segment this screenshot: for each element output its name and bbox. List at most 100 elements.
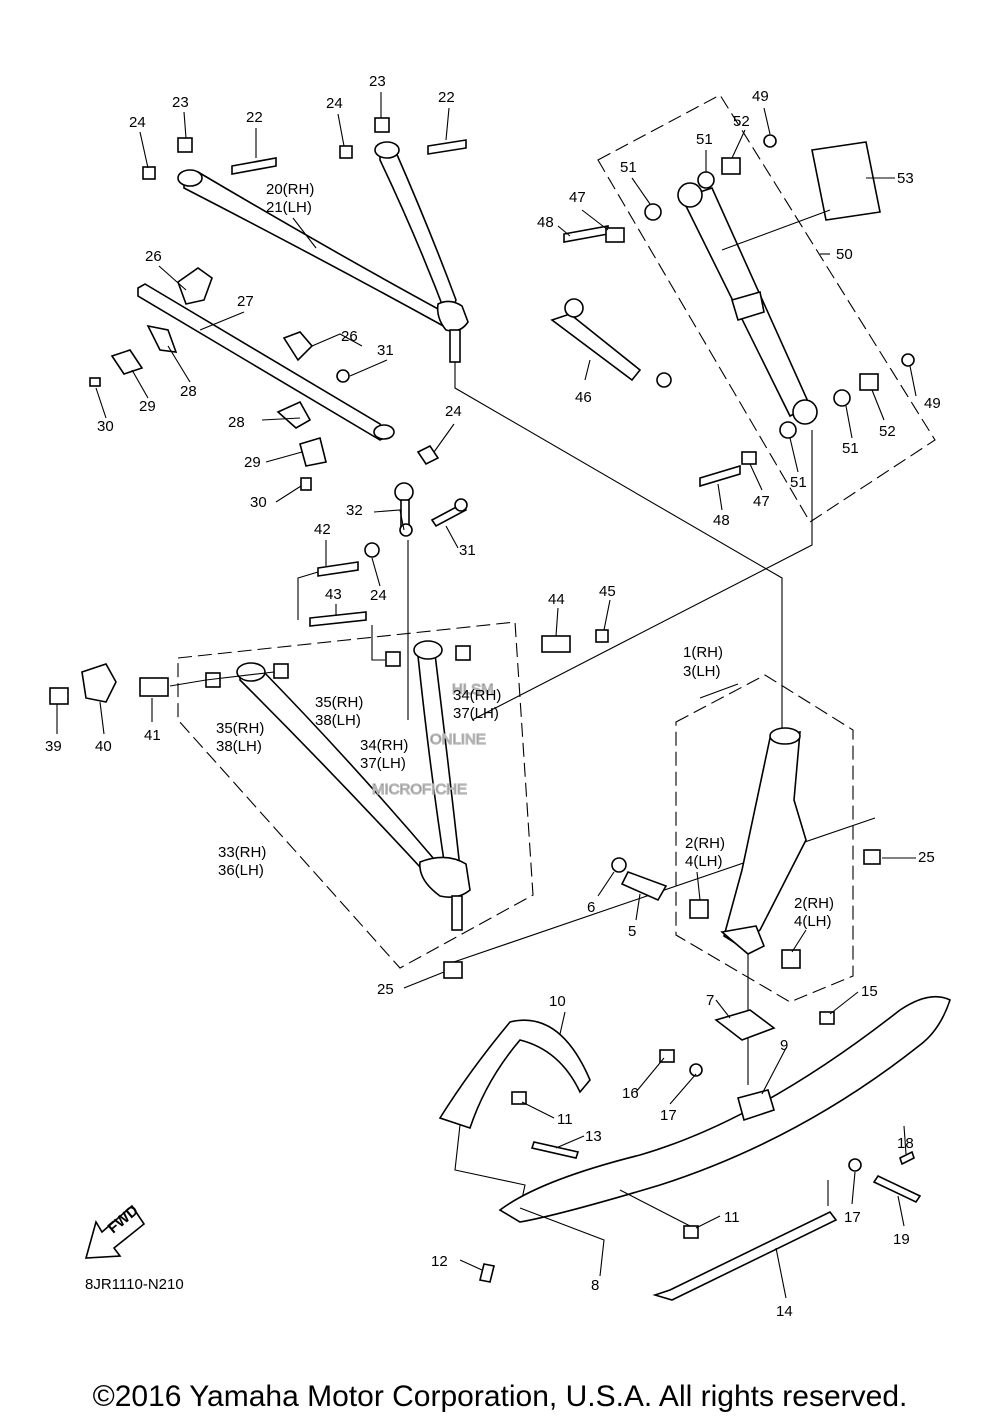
copyright-notice: ©2016 Yamaha Motor Corporation, U.S.A. A…	[92, 1380, 908, 1413]
shock-group-box	[597, 94, 936, 523]
callout-17-left: 17	[660, 1107, 677, 1124]
leader-shock-to-arm	[471, 430, 813, 721]
lower-arm-hardware	[49, 542, 609, 705]
callout-29-right: 29	[244, 454, 261, 471]
fwd-arrow-icon: FWD	[84, 1202, 146, 1259]
callout-13: 13	[585, 1128, 602, 1145]
callout-47-bottom: 47	[753, 493, 770, 510]
callout-26-left: 26	[145, 248, 162, 265]
callout-24-d: 24	[370, 587, 387, 604]
callout-38-lh-right: 38(LH)	[315, 712, 361, 729]
callout-43: 43	[325, 586, 342, 603]
adjuster-tool	[550, 298, 672, 388]
callout-34-rh-top: 34(RH)	[453, 687, 501, 704]
upper-a-arm	[177, 141, 469, 363]
callout-42: 42	[314, 521, 331, 538]
callout-47-top: 47	[569, 189, 586, 206]
callout-37-lh-top: 37(LH)	[453, 705, 499, 722]
callout-24-b: 24	[326, 95, 343, 112]
diagram-code: 8JR1110-N210	[85, 1276, 184, 1293]
callout-16: 16	[622, 1085, 639, 1102]
watermark-line-2: ONLINE	[430, 731, 486, 748]
callout-24-c: 24	[445, 403, 462, 420]
callout-5: 5	[628, 923, 636, 940]
stabilizer-link	[394, 444, 468, 537]
callout-22-right: 22	[438, 89, 455, 106]
watermark-line-3: MICROFICHE	[372, 781, 467, 798]
callout-2-rh-right: 2(RH)	[794, 895, 834, 912]
callout-12: 12	[431, 1253, 448, 1270]
leader-42	[297, 571, 319, 620]
callout-21-lh: 21(LH)	[266, 199, 312, 216]
callout-20-rh: 20(RH)	[266, 181, 314, 198]
callout-35-rh-left: 35(RH)	[216, 720, 264, 737]
callout-48-top: 48	[537, 214, 554, 231]
callout-28-left: 28	[180, 383, 197, 400]
parts-diagram: FWD HLSM ONLINE MICROFICHE 1(RH) 3(LH) 2…	[45, 73, 951, 1320]
callout-51-d: 51	[790, 474, 807, 491]
callout-51-a: 51	[696, 131, 713, 148]
leader-handle-to-ski	[454, 1124, 526, 1209]
callout-11-lower: 11	[724, 1209, 740, 1226]
ski-spindle	[443, 727, 881, 1041]
callout-32: 32	[346, 502, 363, 519]
lower-arm-group-box	[177, 621, 534, 969]
callout-48-bottom: 48	[713, 512, 730, 529]
callout-37-lh-bottom: 37(LH)	[360, 755, 406, 772]
callout-30-left: 30	[97, 418, 114, 435]
callout-10: 10	[549, 993, 566, 1010]
leader-arm-to-spindle	[454, 362, 783, 730]
callout-28-right: 28	[228, 414, 245, 431]
callout-15: 15	[861, 983, 878, 1000]
callout-17-right: 17	[844, 1209, 861, 1226]
callout-33-rh: 33(RH)	[218, 844, 266, 861]
callout-23-left: 23	[172, 94, 189, 111]
callout-35-rh-right: 35(RH)	[315, 694, 363, 711]
callout-7: 7	[706, 992, 714, 1009]
callout-38-lh-left: 38(LH)	[216, 738, 262, 755]
watermark: HLSM ONLINE MICROFICHE	[371, 680, 494, 798]
callout-25-left: 25	[377, 981, 394, 998]
callout-51-b: 51	[620, 159, 637, 176]
callout-45: 45	[599, 583, 616, 600]
callout-53: 53	[897, 170, 914, 187]
callout-2-rh-left: 2(RH)	[685, 835, 725, 852]
callout-23-right: 23	[369, 73, 386, 90]
spindle-group-box	[675, 674, 854, 1003]
callout-31-bottom: 31	[459, 542, 476, 559]
upper-arm-hardware	[142, 117, 467, 180]
callout-49-bottom: 49	[924, 395, 941, 412]
callout-40: 40	[95, 738, 112, 755]
callout-25-right: 25	[918, 849, 935, 866]
ski	[438, 995, 951, 1301]
callout-1-rh: 1(RH)	[683, 644, 723, 661]
callout-6: 6	[587, 899, 595, 916]
shock-absorber	[563, 134, 915, 488]
stabilizer-bar	[137, 283, 395, 441]
callout-8: 8	[591, 1277, 599, 1294]
callout-50: 50	[836, 246, 853, 263]
callout-52-top: 52	[733, 113, 750, 130]
callout-36-lh: 36(LH)	[218, 862, 264, 879]
callout-29-left: 29	[139, 398, 156, 415]
callout-41: 41	[144, 727, 161, 744]
callout-46: 46	[575, 389, 592, 406]
leader-43	[371, 625, 385, 661]
callout-4-lh-right: 4(LH)	[794, 913, 832, 930]
callout-44: 44	[548, 591, 565, 608]
callout-4-lh-left: 4(LH)	[685, 853, 723, 870]
callout-leaders	[56, 92, 917, 1299]
callout-27: 27	[237, 293, 254, 310]
callout-34-rh-bottom: 34(RH)	[360, 737, 408, 754]
callout-11-upper: 11	[557, 1111, 573, 1128]
callout-14: 14	[776, 1303, 793, 1320]
callout-30-right: 30	[250, 494, 267, 511]
watermark-line-1: HLSM	[452, 681, 494, 698]
callout-labels: 1(RH) 3(LH) 2(RH) 4(LH) 2(RH) 4(LH) 5 6 …	[45, 73, 941, 1320]
callout-19: 19	[893, 1231, 910, 1248]
lower-a-arm	[236, 640, 471, 931]
callout-52-bottom: 52	[879, 423, 896, 440]
callout-39: 39	[45, 738, 62, 755]
callout-49-top: 49	[752, 88, 769, 105]
callout-31-top: 31	[377, 342, 394, 359]
